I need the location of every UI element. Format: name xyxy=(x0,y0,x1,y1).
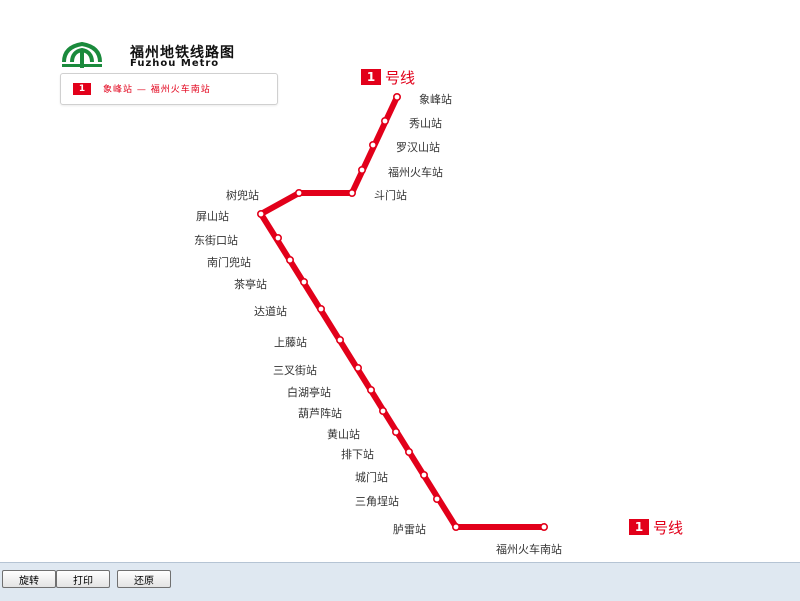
line-tag-top-text: 号线 xyxy=(385,68,416,87)
station-dot xyxy=(380,117,389,126)
station-label: 城门站 xyxy=(355,471,388,484)
map-subtitle: Fuzhou Metro xyxy=(130,58,220,69)
logo-block: 福州地铁线路图 Fuzhou Metro xyxy=(60,40,280,70)
station-dot xyxy=(335,335,344,344)
rotate-button[interactable]: 旋转 xyxy=(2,570,56,588)
line-tag-bottom-text: 号线 xyxy=(653,518,684,537)
station-dot xyxy=(316,304,325,313)
print-button[interactable]: 打印 xyxy=(56,570,110,588)
station-label: 排下站 xyxy=(341,448,374,461)
station-label: 福州火车南站 xyxy=(496,543,562,556)
metro-map: 福州地铁线路图 Fuzhou Metro 1 象峰站 — 福州火车南站 1 号线… xyxy=(60,40,684,556)
station-label: 秀山站 xyxy=(409,117,442,130)
line-tag-bottom: 1 号线 xyxy=(629,517,683,537)
station-dot xyxy=(357,166,366,175)
line-tag-top-badge: 1 xyxy=(361,69,381,85)
station-label: 三叉街站 xyxy=(273,364,317,377)
restore-button[interactable]: 还原 xyxy=(117,570,171,588)
station-label: 葫芦阵站 xyxy=(298,407,342,420)
station-dot xyxy=(391,427,400,436)
station-dot xyxy=(368,141,377,150)
line-tag-top: 1 号线 xyxy=(361,67,415,87)
station-label: 屏山站 xyxy=(196,210,229,223)
route-line xyxy=(256,93,548,531)
station-dot xyxy=(366,385,375,394)
station-dot xyxy=(256,210,265,219)
station-label: 罗汉山站 xyxy=(396,141,440,154)
fuzhou-metro-logo-icon xyxy=(62,41,102,68)
station-label: 树兜站 xyxy=(226,189,259,202)
station-label: 南门兜站 xyxy=(207,256,251,269)
legend-route-text: 象峰站 — 福州火车南站 xyxy=(103,85,211,95)
station-dot xyxy=(378,406,387,415)
station-label: 达道站 xyxy=(254,305,287,318)
station-dot xyxy=(432,494,441,503)
bottom-toolbar: 旋转 打印 还原 xyxy=(0,562,800,601)
station-dot xyxy=(285,255,294,264)
station-dot xyxy=(451,522,460,531)
station-dot xyxy=(404,447,413,456)
station-label: 东街口站 xyxy=(194,234,238,247)
station-dot xyxy=(353,363,362,372)
station-dot xyxy=(539,522,548,531)
station-label: 胪雷站 xyxy=(393,523,426,536)
legend: 1 象峰站 — 福州火车南站 xyxy=(60,73,278,105)
line-tag-bottom-badge: 1 xyxy=(629,519,649,535)
station-label: 象峰站 xyxy=(419,93,452,106)
station-label: 福州火车站 xyxy=(388,166,443,179)
station-label: 白湖亭站 xyxy=(287,386,331,399)
station-dot xyxy=(392,93,401,102)
legend-line-badge: 1 xyxy=(73,83,91,95)
station-label: 上藤站 xyxy=(274,336,307,349)
map-title: 福州地铁线路图 xyxy=(130,45,235,61)
station-label: 斗门站 xyxy=(374,189,407,202)
station-label: 茶亭站 xyxy=(234,278,267,291)
station-dot xyxy=(299,277,308,286)
station-dot xyxy=(273,234,282,243)
station-label: 黄山站 xyxy=(327,428,360,441)
station-dot xyxy=(419,470,428,479)
line-1-track xyxy=(258,94,547,530)
station-dot xyxy=(347,189,356,198)
station-label: 三角埕站 xyxy=(355,495,399,508)
station-dot xyxy=(294,189,303,198)
